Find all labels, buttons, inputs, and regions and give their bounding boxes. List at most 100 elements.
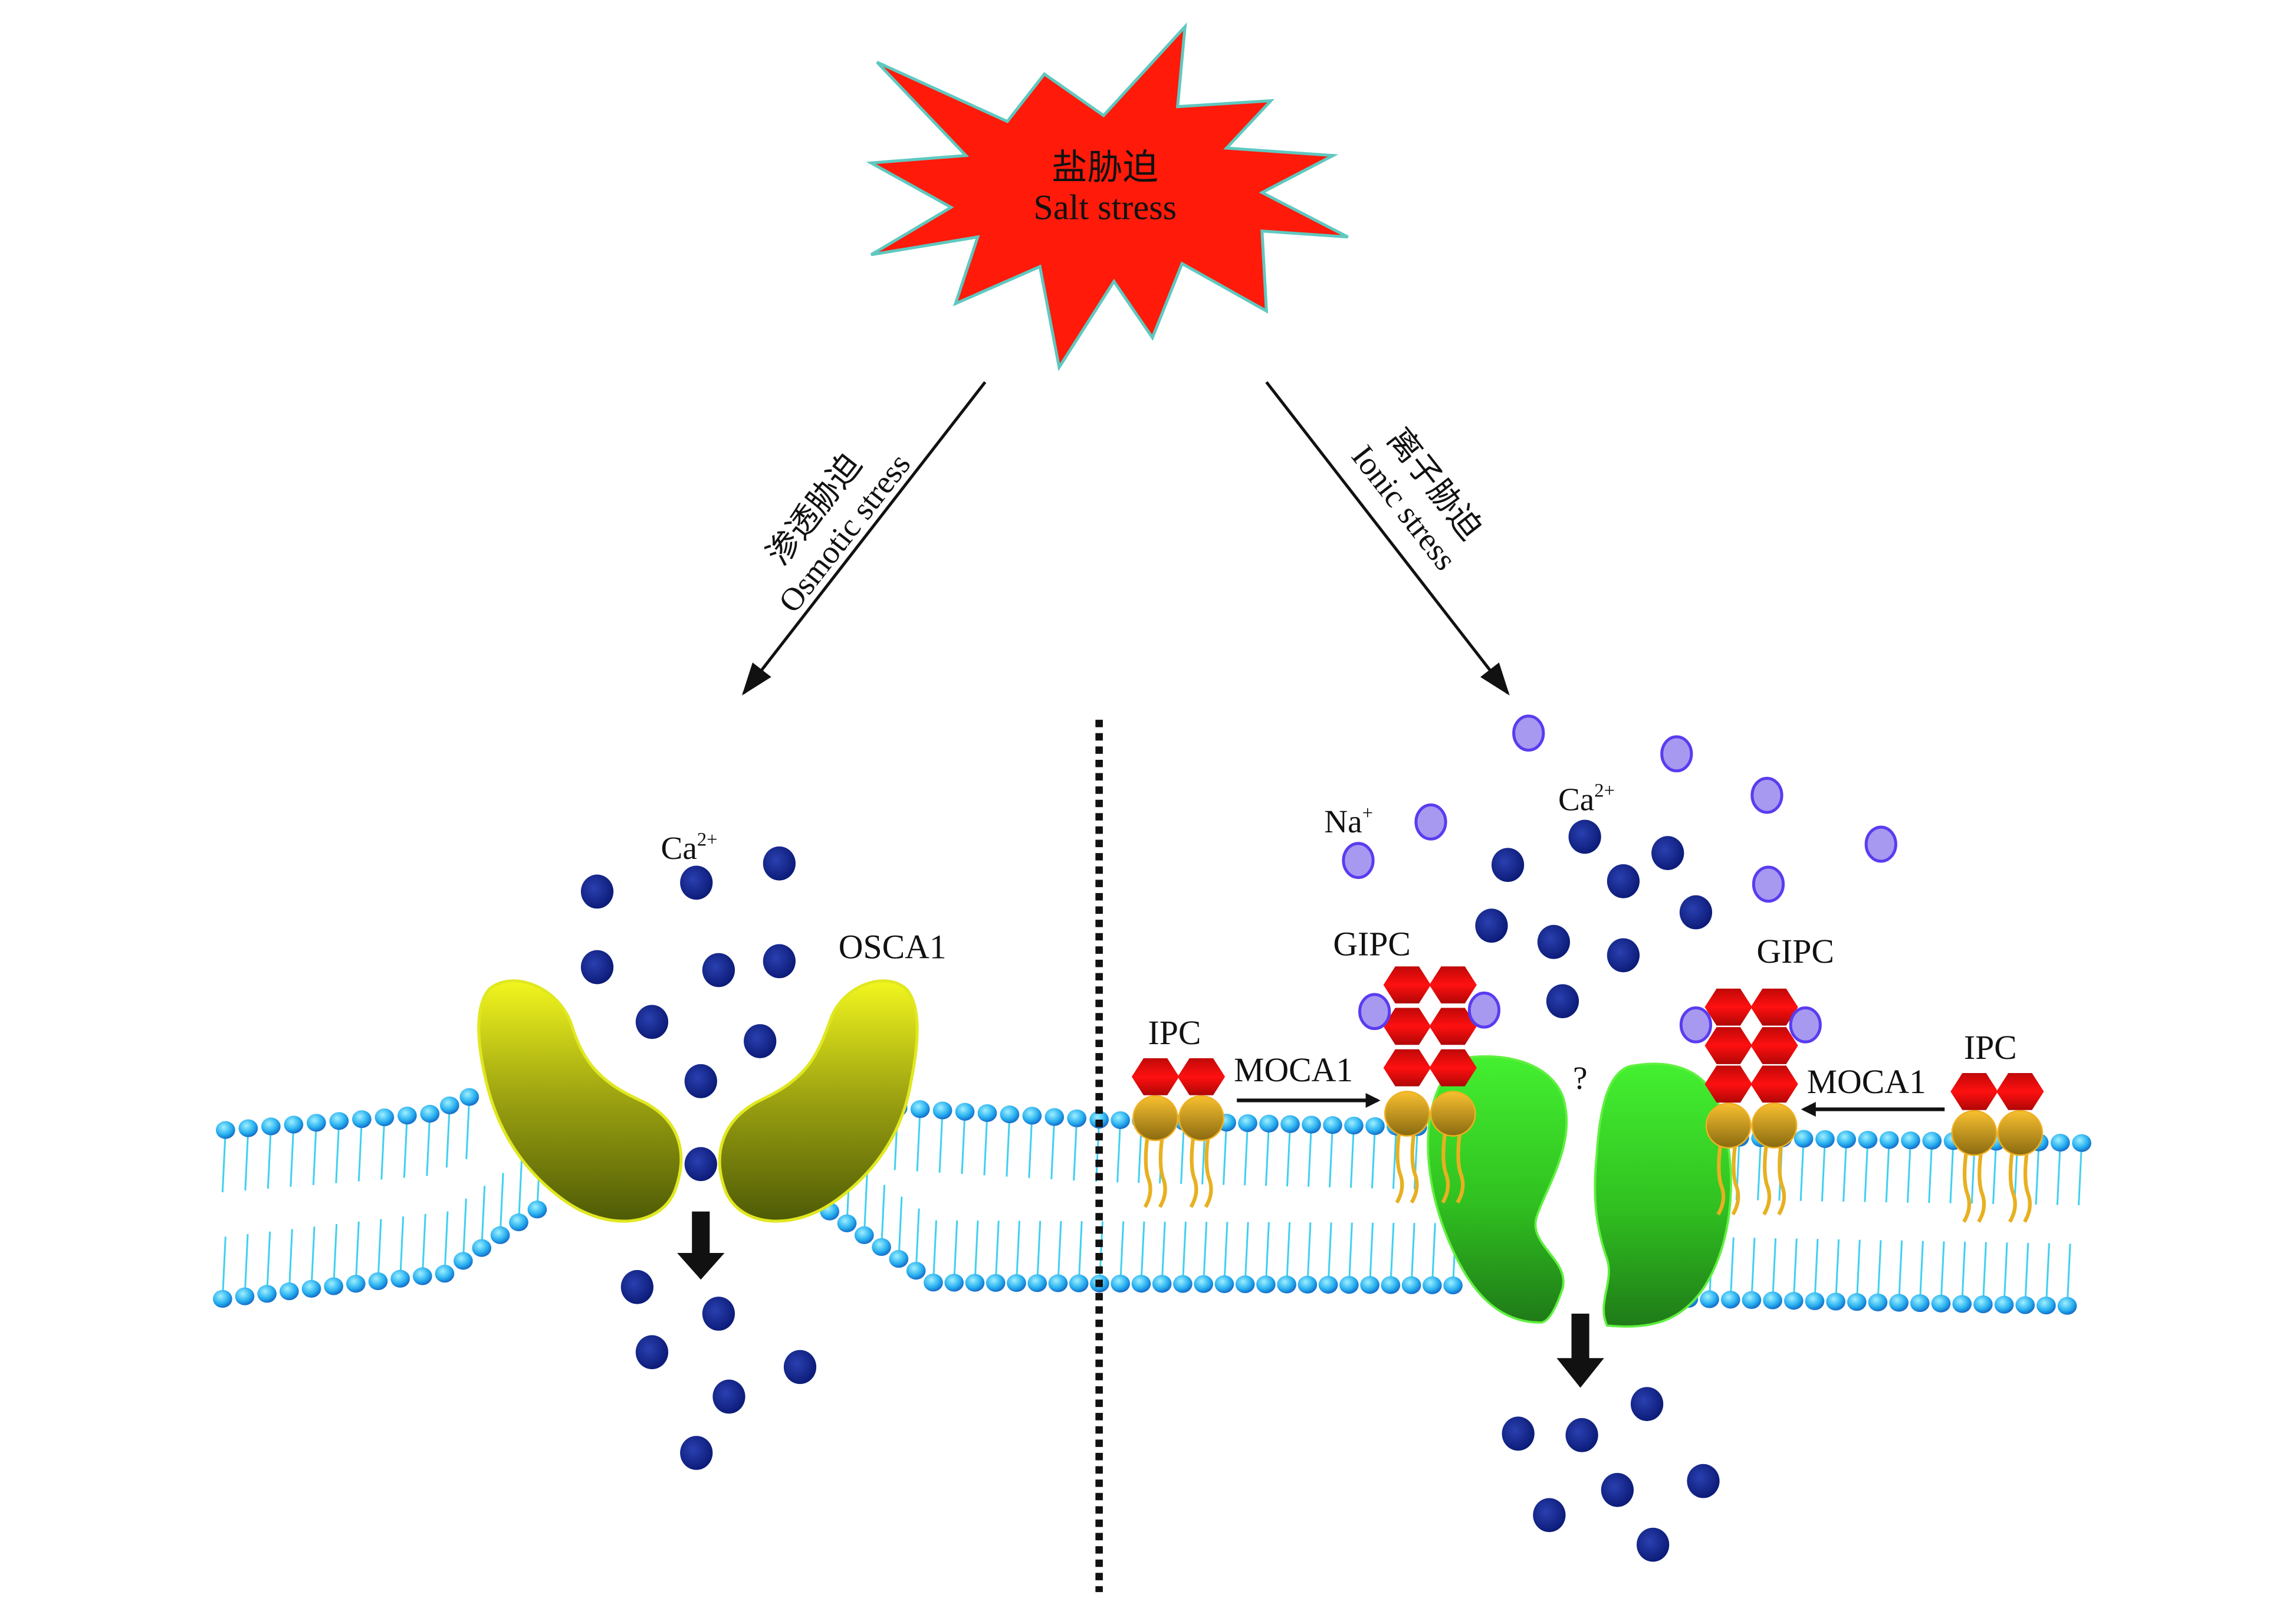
lipid-tail <box>1842 1139 1848 1202</box>
lipid-tail <box>932 1220 937 1283</box>
ions <box>580 714 1897 1562</box>
lipid-tail <box>2066 1244 2071 1306</box>
lipid-tail <box>1078 1221 1083 1284</box>
lipid-head <box>2015 1296 2035 1314</box>
ceramide-tail <box>1716 1140 1740 1216</box>
lipid-head <box>1280 1115 1300 1133</box>
sugar-hexagon <box>1704 1027 1752 1064</box>
ceramide-head <box>1997 1110 2044 1156</box>
lipid-head <box>1901 1131 1920 1150</box>
lipid-tail <box>953 1220 958 1283</box>
lipid-head <box>986 1274 1006 1292</box>
lipid-tail <box>1181 1222 1187 1284</box>
lipid-tail <box>1203 1222 1208 1284</box>
lipid-head <box>1720 1291 1740 1309</box>
lipid-tail <box>377 1219 382 1282</box>
lipid-head <box>216 1121 235 1139</box>
lipid-tail <box>1877 1240 1882 1303</box>
calcium-ion <box>1537 924 1571 959</box>
calcium-ion <box>783 1350 817 1385</box>
lipid-head <box>1214 1275 1234 1293</box>
lipid-tail <box>916 1109 921 1172</box>
ceramide-tail <box>1395 1128 1419 1204</box>
lipid-tail <box>1772 1238 1777 1301</box>
lipid-head <box>854 1226 874 1244</box>
lipid-head <box>472 1239 492 1257</box>
lipid-head <box>1238 1114 1257 1132</box>
lipid-tail <box>1371 1126 1376 1189</box>
lipid-tail <box>310 1226 316 1289</box>
lipid-head <box>1048 1274 1068 1292</box>
sugar-hexagon <box>1996 1072 2044 1110</box>
ceramide-tail <box>1962 1147 1986 1223</box>
calcium-ion <box>712 1379 745 1414</box>
calcium-ion <box>1502 1416 1535 1451</box>
lipid-head <box>1763 1291 1782 1310</box>
lipid-tail <box>421 1213 426 1277</box>
lipid-tail <box>1821 1139 1826 1202</box>
ceramide-head <box>1430 1091 1476 1137</box>
ipc-label-right: IPC <box>1964 1029 2017 1067</box>
lipid-tail <box>266 1231 271 1294</box>
lipid-tail <box>2078 1143 2083 1206</box>
calcium-ion <box>635 1335 669 1370</box>
lipid-tail <box>1729 1237 1735 1300</box>
lipid-tail <box>499 1173 504 1235</box>
lipid-head <box>1360 1276 1379 1294</box>
sugar-hexagon <box>1429 966 1477 1003</box>
gipc-label-left: GIPC <box>1333 926 1411 963</box>
sugar-hexagon <box>1383 966 1431 1003</box>
lipid-head <box>1069 1274 1089 1292</box>
lipid-tail <box>974 1221 979 1283</box>
lipid-tail <box>1119 1221 1125 1284</box>
lipid-head <box>1700 1290 1719 1308</box>
lipid-tail <box>1928 1140 1933 1203</box>
sodium-ion <box>1467 991 1501 1029</box>
calcium-ion <box>580 950 614 985</box>
salt-stress-en: Salt stress <box>1033 188 1177 228</box>
lipid-tail <box>445 1105 451 1168</box>
salt-stress-burst: 盐胁迫 Salt stress <box>866 22 1349 372</box>
lipid-tail <box>1286 1124 1292 1187</box>
calcium-ion <box>620 1269 653 1304</box>
lipid-head <box>1007 1274 1026 1292</box>
gipc-label-right: GIPC <box>1756 933 1834 970</box>
lipid-head <box>324 1277 343 1295</box>
lipid-tail <box>994 1221 1000 1283</box>
lipid-tail <box>1390 1222 1395 1285</box>
lipid-tail <box>898 1196 903 1259</box>
lipid-tail <box>1814 1239 1819 1301</box>
lipid-head <box>977 1104 997 1122</box>
ceramide-tail <box>1762 1140 1786 1216</box>
lipid-head <box>910 1100 930 1118</box>
lipid-head <box>1302 1116 1321 1134</box>
osmotic-label: 渗透胁迫 Osmotic stress <box>760 447 917 619</box>
lipid-tail <box>1992 1141 1998 1204</box>
lipid-tail <box>1919 1241 1924 1304</box>
lipid-tail <box>1264 1222 1270 1285</box>
lipid-head <box>280 1282 299 1301</box>
lipid-tail <box>1348 1222 1353 1285</box>
ceramide-tail <box>2008 1147 2032 1223</box>
lipid-tail <box>267 1126 272 1189</box>
lipid-tail <box>290 1124 295 1187</box>
calcium-ion <box>635 1005 669 1039</box>
lipid-tail <box>1392 1126 1397 1189</box>
sodium-ion <box>1752 865 1785 903</box>
lipid-tail <box>1223 1122 1228 1185</box>
ceramide-tail <box>1143 1133 1167 1208</box>
lipid-head <box>1323 1116 1342 1134</box>
lipid-head <box>1973 1295 1993 1314</box>
lipid-head <box>932 1101 952 1120</box>
lipid-head <box>257 1285 277 1303</box>
lipid-tail <box>517 1160 523 1223</box>
calcium-ion <box>684 1147 717 1182</box>
lipid-head <box>1318 1275 1338 1294</box>
lipid-tail <box>1327 1222 1332 1285</box>
lipid-head <box>1339 1276 1359 1294</box>
lipid-tail <box>312 1123 317 1185</box>
lipid-tail <box>426 1113 431 1176</box>
ipc-label-left: IPC <box>1148 1015 1201 1052</box>
ceramide-head <box>1951 1110 1998 1156</box>
